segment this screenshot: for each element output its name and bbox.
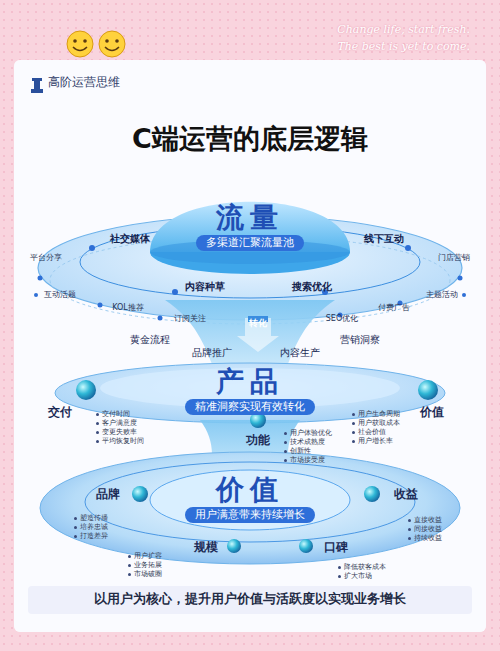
metric-bullet: 降低获客成本	[338, 563, 386, 571]
metric-orb: 品牌	[86, 485, 130, 503]
metric-bullet: 交付时间	[96, 410, 130, 418]
slogan: The best is yet to come.	[337, 41, 470, 54]
channel-label: 平台分享	[30, 253, 62, 262]
channel-label: 订阅关注	[174, 314, 206, 323]
channel-label: 内容种草	[185, 281, 225, 293]
channel-label: 营销洞察	[340, 334, 380, 346]
stage-heading: 产品	[216, 367, 284, 398]
metric-bullet: 客户满意度	[96, 419, 137, 427]
stage-heading: 收益	[394, 487, 418, 502]
metric-bullet: 变更失败率	[96, 428, 137, 436]
stage-subtitle: 多渠道汇聚流量池	[196, 235, 304, 251]
stage-heading: 品牌	[96, 487, 120, 502]
channel-label: KOL推荐	[112, 303, 144, 312]
metric-bullet: 用户生命周期	[352, 410, 400, 418]
caption: 以用户为核心，提升用户价值与活跃度以实现业务增长	[0, 592, 500, 606]
metric-bullet: 间接收益	[408, 525, 442, 533]
channel-label: 社交媒体	[110, 233, 150, 245]
metric-orb: 口碑	[316, 538, 356, 556]
metric-bullet: 扩大市场	[338, 572, 372, 580]
title: C端运营的底层逻辑	[0, 123, 500, 154]
metric-bullet: 市场接受度	[284, 456, 325, 464]
stage-subtitle: 用户满意带来持续增长	[185, 507, 315, 523]
metric-bullet: 技术成熟度	[284, 438, 325, 446]
channel-label: 门店营销	[438, 253, 470, 262]
metric-orb: 交付	[38, 403, 82, 421]
stage-subtitle: 精准洞察实现有效转化	[185, 399, 315, 415]
metric-bullet: 培养忠诚	[74, 523, 108, 531]
metric-bullet: 业务拓展	[128, 561, 162, 569]
funnel-stage: 产品精准洞察实现有效转化	[160, 366, 340, 416]
metric-bullet: 市场破圈	[128, 570, 162, 578]
channel-label: 线下互动	[364, 233, 404, 245]
metric-bullet: 用户获取成本	[352, 419, 400, 427]
stage-heading: 功能	[246, 433, 270, 448]
metric-orb: 规模	[186, 538, 226, 556]
channel-label: 付费广告	[378, 303, 410, 312]
channel-label: 搜索优化	[292, 281, 332, 293]
stage-heading: 流量	[216, 203, 284, 234]
metric-bullet: 塑造传播	[74, 514, 108, 522]
metric-bullet: 打造差异	[74, 532, 108, 540]
metric-orb: 功能	[236, 431, 280, 449]
metric-bullet: 直接收益	[408, 516, 442, 524]
metric-bullet: 用户体验优化	[284, 429, 332, 437]
stage-heading: 交付	[48, 405, 72, 420]
channel-label: 转化	[249, 318, 267, 328]
stage-heading: 价值	[420, 405, 444, 420]
funnel-stage: 流量多渠道汇聚流量池	[150, 196, 350, 258]
metric-bullet: 创新性	[284, 447, 311, 455]
metric-bullet: 平均恢复时间	[96, 437, 144, 445]
metric-orb: 价值	[410, 403, 454, 421]
metric-bullet: 持续收益	[408, 534, 442, 542]
channel-label: SEO优化	[326, 314, 358, 323]
metric-orb: 收益	[384, 485, 428, 503]
brand-name: 高阶运营思维	[48, 76, 120, 90]
metric-bullet: 社会价值	[352, 428, 386, 436]
stage-heading: 价值	[216, 475, 284, 506]
slogan: Change life, start fresh.	[337, 24, 470, 37]
stage-heading: 规模	[194, 540, 218, 555]
channel-label: 黄金流程	[130, 334, 170, 346]
channel-label: 品牌推广	[192, 347, 232, 359]
metric-bullet: 用户扩容	[128, 552, 162, 560]
metric-bullet: 用户增长率	[352, 437, 393, 445]
funnel-stage: 价值用户满意带来持续增长	[150, 470, 350, 528]
channel-label: 互动活题	[44, 290, 76, 299]
channel-label: 内容生产	[280, 347, 320, 359]
channel-label: 主题活动	[426, 290, 458, 299]
stage-heading: 口碑	[324, 540, 348, 555]
